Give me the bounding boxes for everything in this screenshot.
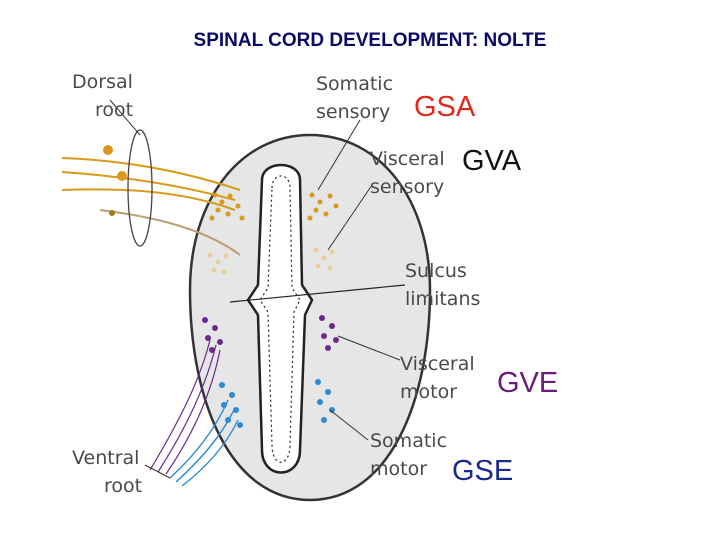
dorsal-root-ganglion — [127, 129, 153, 247]
central-canal — [246, 163, 314, 474]
ganglion-cell-2 — [117, 171, 127, 181]
gsa-abbreviation: GSA — [414, 91, 476, 123]
visceral-motor-label: Visceral motor — [400, 353, 481, 403]
visceral-motor-cluster-right — [319, 315, 339, 351]
somatic-sensory-label: Somatic sensory — [316, 73, 399, 123]
ganglion-cell-1 — [103, 145, 113, 155]
visceral-sensory-cluster-right — [313, 247, 335, 271]
somatic-motor-label: Somatic motor — [370, 430, 453, 480]
ventral-root-somatic-fibers — [169, 399, 239, 487]
ependymal-layer — [259, 175, 301, 463]
somatic-motor-cluster-right — [315, 379, 335, 423]
ventral-root-label: Ventral root — [72, 447, 145, 497]
spinal-cord-outline — [188, 133, 432, 502]
ganglion-cell-3 — [109, 210, 115, 216]
gve-abbreviation: GVE — [497, 367, 558, 399]
gse-abbreviation: GSE — [452, 455, 513, 487]
somatic-sensory-cluster-right — [307, 192, 339, 221]
visceral-motor-cluster-left — [202, 317, 223, 353]
page-title: SPINAL CORD DEVELOPMENT: NOLTE — [193, 30, 547, 51]
sulcus-limitans-label: Sulcus limitans — [405, 260, 480, 310]
dorsal-root-label: Dorsal root — [72, 71, 139, 121]
gva-abbreviation: GVA — [462, 145, 522, 177]
ventral-root-visceral-fibers — [149, 339, 221, 475]
visceral-sensory-cluster-left — [207, 252, 229, 275]
somatic-sensory-cluster-left — [209, 192, 245, 221]
sulcus-limitans-pointer — [229, 284, 406, 303]
label-leader-lines — [109, 99, 401, 479]
visceral-sensory-label: Visceral sensory — [370, 148, 451, 198]
